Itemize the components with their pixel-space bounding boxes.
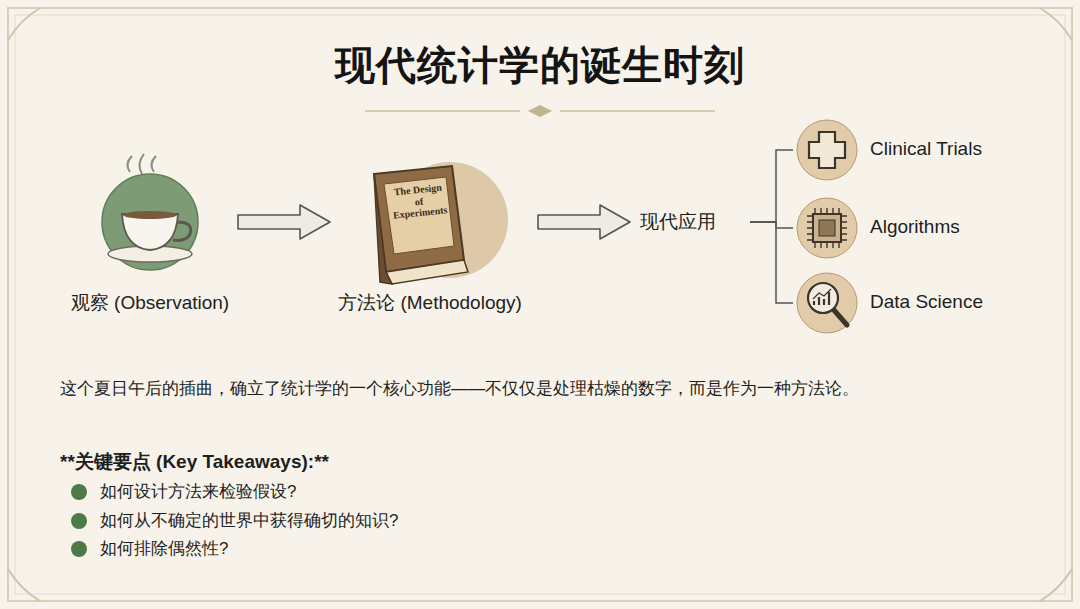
application-node: Clinical Trials <box>795 118 988 182</box>
node-text: 方法论 (Methodology) <box>320 290 540 316</box>
title: 现代统计学的诞生时刻 <box>0 38 1080 93</box>
bullet-dot <box>71 541 87 557</box>
bullet-text: 如何设计方法来检验假设? <box>100 480 900 504</box>
application-node: Algorithms <box>795 196 966 260</box>
stage-node: The Design of Experiments方法论 (Methodolog… <box>340 142 520 342</box>
section-heading: **关键要点 (Key Takeaways):** <box>60 449 660 476</box>
node-text: 观察 (Observation) <box>60 290 240 316</box>
application-node: Data Science <box>795 271 990 335</box>
flow-arrow <box>538 205 630 239</box>
bullet-dot <box>71 484 87 500</box>
node-text: 现代应用 <box>640 208 744 236</box>
stage-node: 观察 (Observation) <box>80 142 220 342</box>
node-text: Data Science <box>870 291 983 313</box>
flow-arrow <box>238 205 330 239</box>
cross-icon <box>795 118 859 182</box>
chip-icon <box>795 196 859 260</box>
book-title: The Design of Experiments <box>388 181 449 221</box>
node-text: Clinical Trials <box>870 138 982 160</box>
bracket-connector <box>750 222 793 303</box>
stage-label: 现代应用 <box>640 208 744 236</box>
cup-icon <box>80 142 220 292</box>
bullet-text: 如何从不确定的世界中获得确切的知识? <box>100 509 900 533</box>
bracket-connector <box>750 150 793 222</box>
caption-text: 这个夏日午后的插曲，确立了统计学的一个核心功能——不仅仅是处理枯燥的数字，而是作… <box>60 376 1025 402</box>
bracket-connector <box>750 222 793 228</box>
node-text: Algorithms <box>870 216 960 238</box>
bullet-text: 如何排除偶然性? <box>100 537 900 561</box>
bullet-dot <box>71 513 87 529</box>
mag-icon <box>795 271 859 335</box>
